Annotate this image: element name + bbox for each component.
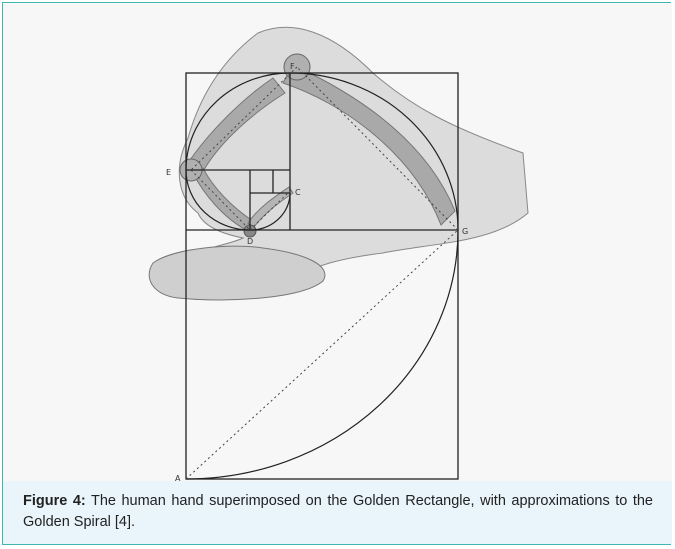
- caption-text: The human hand superimposed on the Golde…: [23, 493, 653, 530]
- caption-label: Figure 4:: [23, 493, 86, 509]
- golden-rectangle-hand-drawing: F E C D G A: [3, 3, 672, 481]
- figure-image: F E C D G A: [3, 3, 672, 481]
- figure-caption: Figure 4: The human hand superimposed on…: [23, 491, 653, 533]
- point-label-D: D: [247, 237, 253, 246]
- point-label-C: C: [295, 188, 301, 197]
- point-label-F: F: [290, 62, 295, 71]
- point-label-G: G: [462, 227, 468, 236]
- point-label-A: A: [175, 474, 181, 481]
- point-label-E: E: [166, 168, 171, 177]
- caption-box: Figure 4: The human hand superimposed on…: [3, 481, 672, 544]
